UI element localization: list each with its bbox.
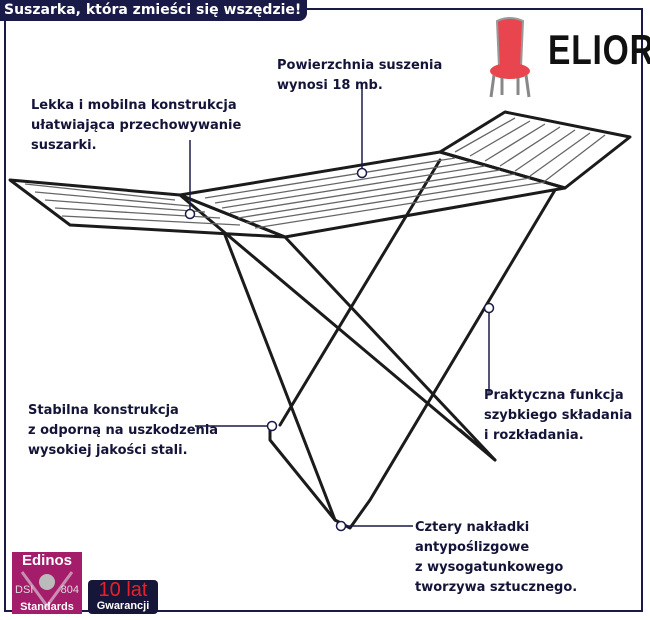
page-title: Suszarka, która zmieści się wszędzie! <box>0 0 308 21</box>
callout-folding: Praktyczna funkcja szybkiego składania i… <box>484 386 632 446</box>
callout-line: wynosi 18 mb. <box>277 78 383 93</box>
edinos-number: 804 <box>60 584 79 596</box>
callout-line: z wysogatunkowego <box>415 560 564 575</box>
callout-line: Powierzchnia suszenia <box>277 58 443 73</box>
callout-drying-surface: Powierzchnia suszenia wynosi 18 mb. <box>277 56 442 96</box>
callout-line: z odporną na uszkodzenia <box>28 423 219 438</box>
callout-line: Praktyczna funkcja <box>484 388 624 403</box>
warranty-badge: 10 lat Gwarancji <box>88 580 158 614</box>
callout-line: i rozkładania. <box>484 428 584 443</box>
callout-lightweight: Lekka i mobilna konstrukcja ułatwiająca … <box>31 96 241 156</box>
callout-line: antypoślizgowe <box>415 540 530 555</box>
callout-line: Cztery nakładki <box>415 520 530 535</box>
callout-feet: Cztery nakładki antypoślizgowe z wysogat… <box>415 518 577 598</box>
callout-line: szybkiego składania <box>484 408 633 423</box>
frame-border <box>4 8 643 612</box>
edinos-badge: Edinos DSI 804 Standards <box>12 552 82 614</box>
edinos-name: Edinos <box>21 552 72 569</box>
callout-line: wysokiej jakości stali. <box>28 443 188 458</box>
warranty-label: Gwarancji <box>96 600 150 612</box>
chair-icon <box>489 17 531 98</box>
edinos-dsi: DSI <box>15 584 34 596</box>
callout-line: Stabilna konstrukcja <box>28 403 179 418</box>
callout-line: ułatwiająca przechowywanie <box>31 118 242 133</box>
brand-logo: ELIOR <box>548 26 650 73</box>
callout-line: tworzywa sztucznego. <box>415 580 578 595</box>
callout-line: suszarki. <box>31 138 97 153</box>
callout-line: Lekka i mobilna konstrukcja <box>31 98 237 113</box>
edinos-emblem-icon <box>20 571 74 609</box>
warranty-years: 10 lat <box>98 579 148 601</box>
callout-stable: Stabilna konstrukcja z odporną na uszkod… <box>28 401 218 461</box>
edinos-standards: Standards <box>20 601 74 613</box>
